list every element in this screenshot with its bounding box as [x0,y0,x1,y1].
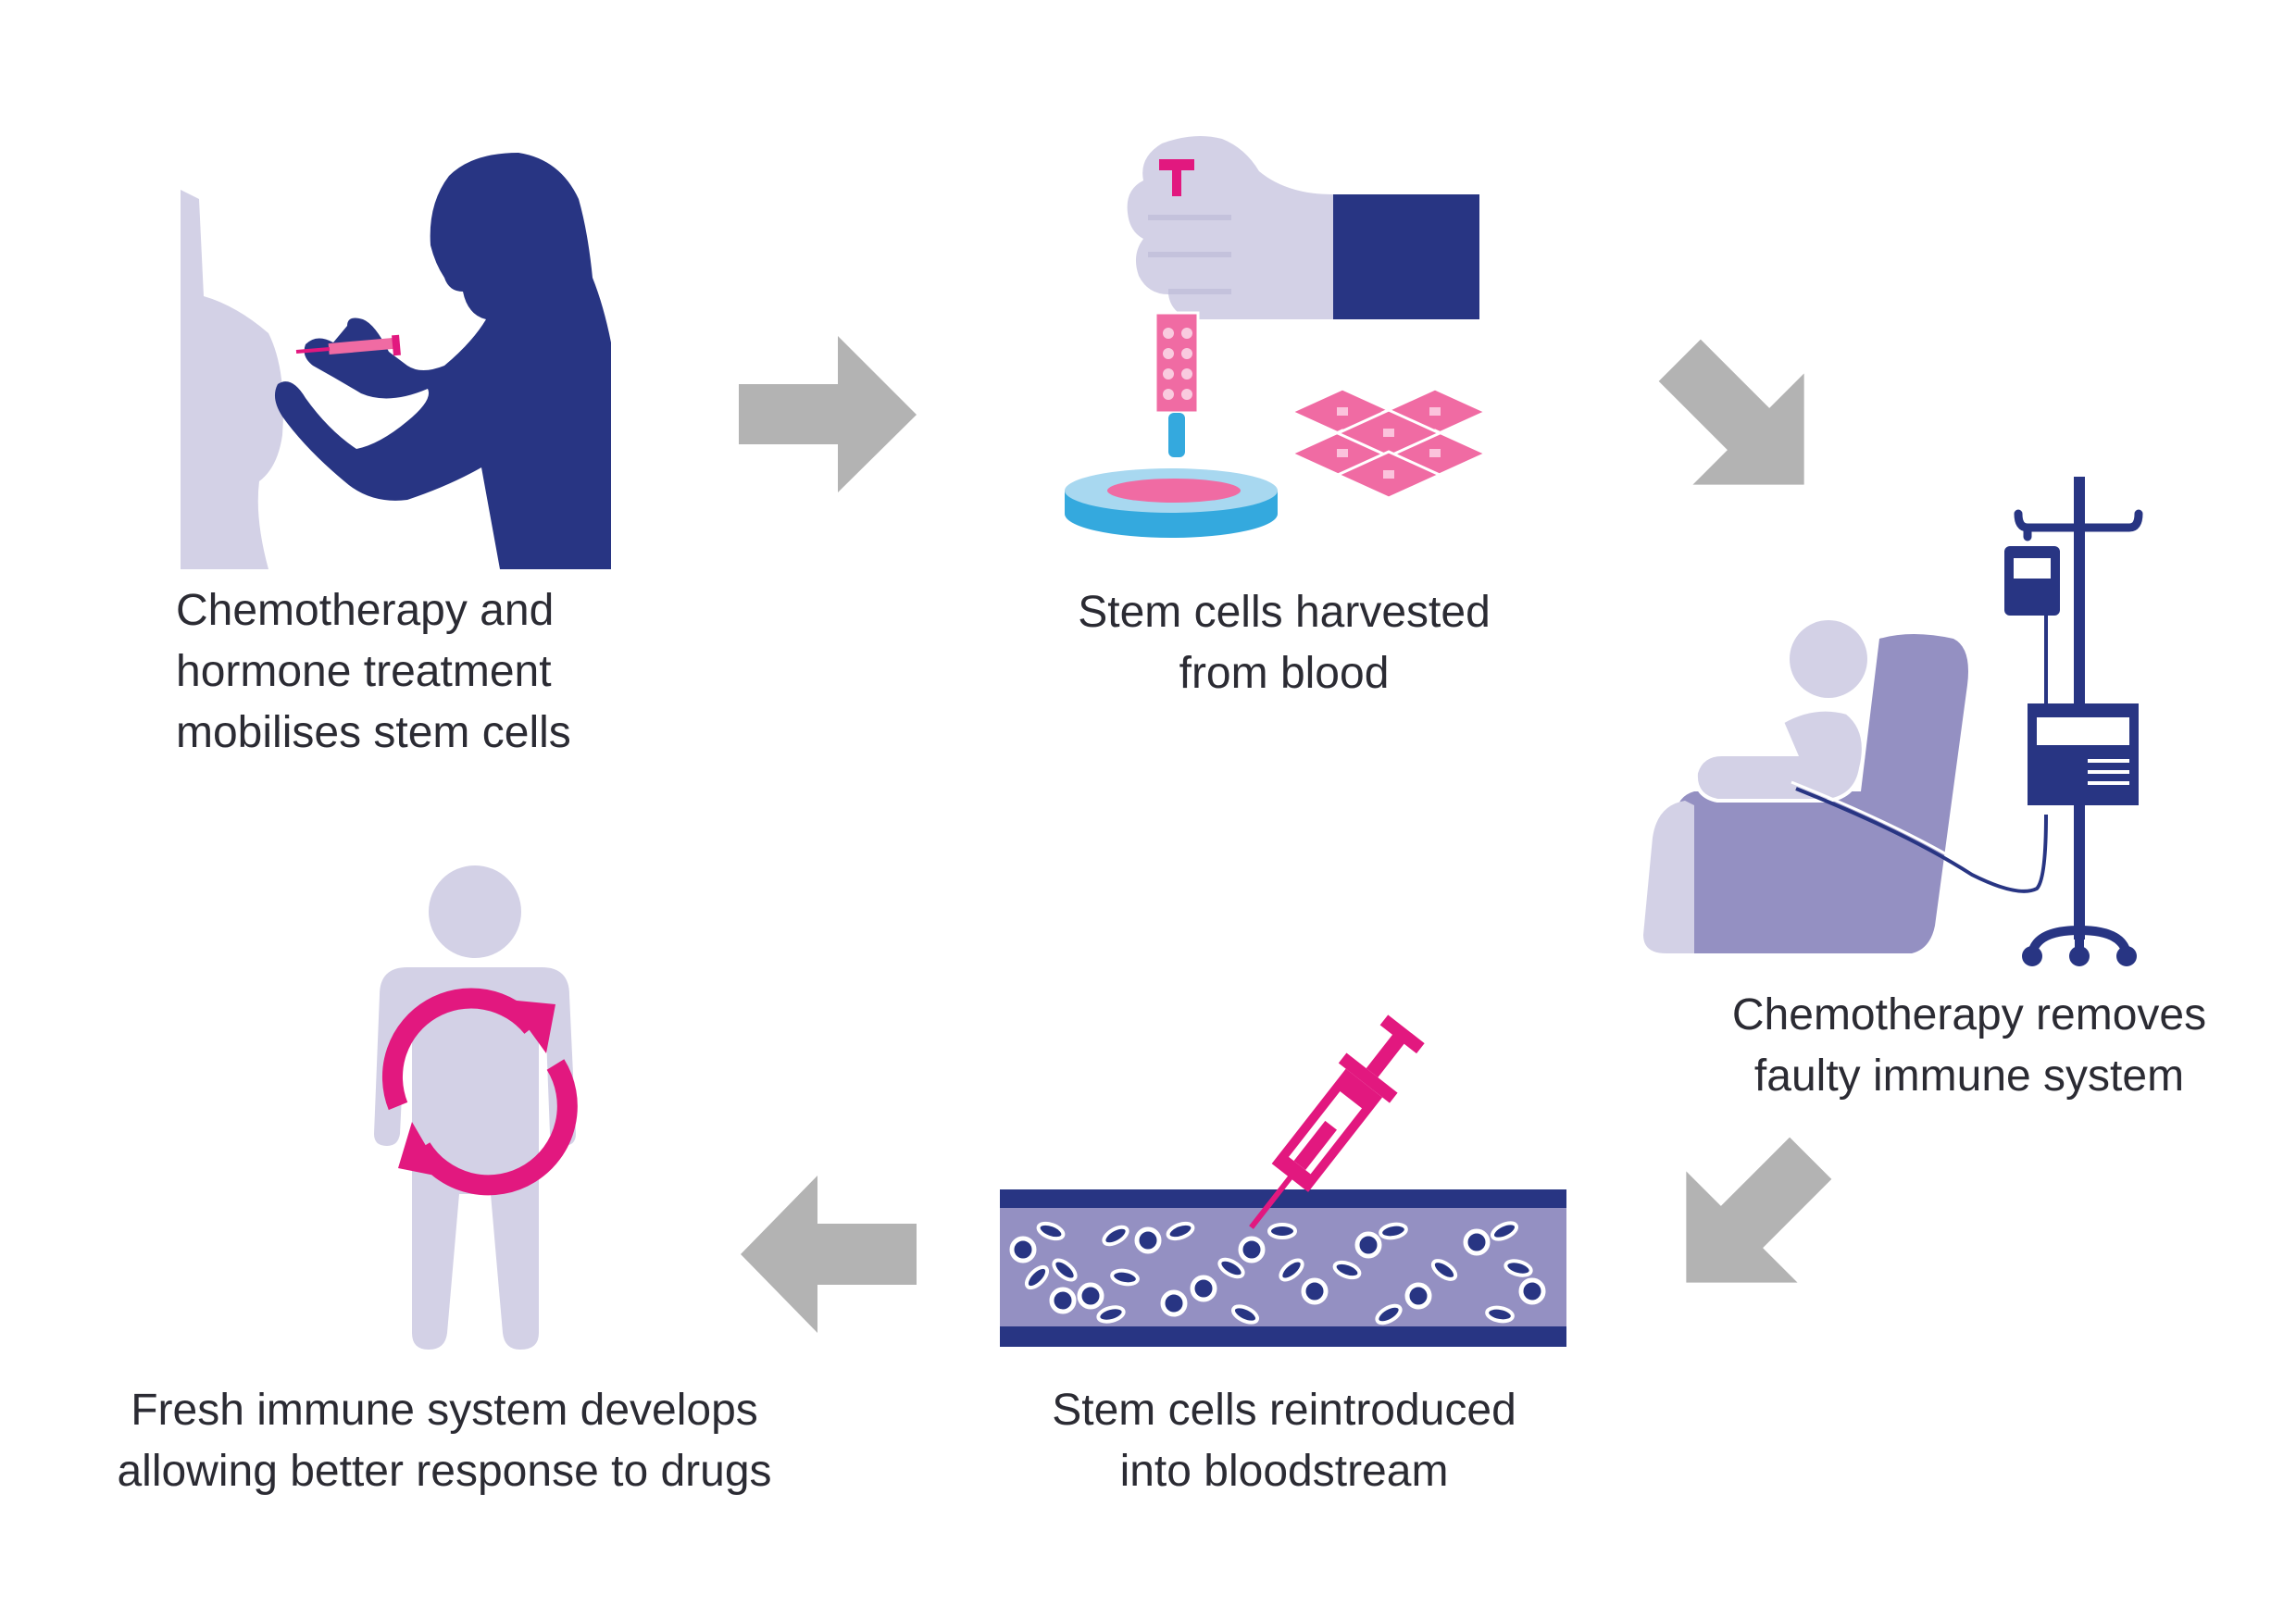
renew-arc-bottom [412,1059,578,1196]
person-head [429,865,521,958]
iv-bag-label [2014,558,2051,579]
caption-line: Chemotherapy removes [1731,990,2207,1039]
cell-nuclei [1337,407,1441,479]
small-syringe-barrel [328,337,394,355]
white-blood-cell [1077,1282,1104,1310]
nurse-silhouette [274,153,611,569]
iv-line-white [1791,780,1971,870]
caption-line: Stem cells reintroduced [1052,1386,1516,1435]
caption-line: faulty immune system [1753,1052,2185,1101]
caption-line: into bloodstream [1119,1447,1449,1496]
red-blood-cell [1036,1221,1066,1241]
arrow-left [741,1176,917,1333]
flow-arrows [739,336,1832,1333]
red-blood-cell [1279,1258,1304,1282]
petri-dish-culture [1107,479,1241,503]
red-blood-cell [1375,1303,1403,1326]
sleeve [1333,194,1479,319]
pump-buttons [2088,759,2129,785]
cell-culture-sheet [1288,387,1490,500]
caption-fresh: Fresh immune system develops allowing be… [117,1380,771,1502]
vessel-wall-bottom [1000,1326,1566,1347]
person-renew-icon [374,865,578,1350]
caption-line: Chemotherapy and [176,586,555,635]
white-blood-cell [1009,1236,1037,1263]
arrow-down-left [1686,1137,1832,1283]
patient-head [1790,620,1867,698]
red-blood-cell [1052,1258,1078,1282]
renew-arc-top [381,988,541,1111]
red-blood-cell [1110,1268,1140,1287]
red-blood-cell [1332,1260,1362,1280]
caption-mobilise: Chemotherapy and hormone treatment mobil… [176,580,571,764]
large-syringe [1249,1014,1425,1229]
red-blood-cell [1485,1305,1515,1324]
pipette-top [1159,159,1194,170]
patient-silhouette [181,190,283,569]
blood-cells [1009,1221,1546,1326]
white-blood-cell [1238,1236,1266,1263]
pipette-tube [1154,311,1200,415]
pipette-stem [1172,168,1181,196]
patient-iv-drip-icon [1643,477,2143,966]
caption-line: hormone treatment [176,647,552,696]
arrow-down-right [1658,339,1804,485]
iv-hooks [2014,509,2143,541]
patient-body [1693,707,1866,803]
renew-arrowhead-top [507,1000,555,1053]
renew-arrowhead-bottom [398,1122,444,1177]
red-blood-cell [1024,1264,1050,1290]
caption-line: allowing better response to drugs [117,1447,772,1496]
red-blood-cell [1504,1259,1533,1277]
white-blood-cell [1301,1277,1329,1305]
finger-lines [1148,215,1231,294]
caption-line: Fresh immune system develops [131,1386,758,1435]
red-blood-cell [1166,1221,1195,1241]
white-blood-cell [1160,1289,1188,1317]
small-syringe-needle [295,347,331,354]
injection-scene-icon [181,153,611,569]
red-blood-cell [1217,1257,1245,1279]
chair-armrest [1643,801,1694,953]
blood-vessel-syringe-icon [1000,1014,1566,1347]
white-blood-cell [1404,1282,1432,1310]
pipette-cells [1163,328,1192,400]
arrow-right [739,336,917,492]
white-blood-cell [1463,1228,1491,1256]
white-blood-cell [1354,1231,1382,1259]
caption-line: mobilises stem cells [176,708,571,757]
caption-line: from blood [1179,649,1390,698]
red-blood-cell [1379,1222,1408,1240]
red-blood-cell [1102,1225,1129,1247]
iv-wheels [2022,946,2137,966]
caption-chemo: Chemotherapy removes faulty immune syste… [1732,985,2206,1107]
pump-screen [2037,717,2129,745]
white-blood-cell [1518,1277,1546,1305]
iv-line [1795,787,2048,893]
small-syringe-plunger [392,334,401,356]
red-blood-cell [1267,1223,1297,1239]
pipette-tip [1168,413,1185,457]
red-blood-cell [1230,1304,1260,1325]
white-blood-cell [1049,1287,1077,1314]
red-blood-cell [1490,1221,1519,1241]
white-blood-cell [1190,1275,1217,1302]
person-body [374,967,576,1350]
white-blood-cell [1134,1226,1162,1254]
caption-line: Stem cells harvested [1078,588,1491,637]
iv-bag [2004,546,2060,616]
red-blood-cell [1096,1305,1126,1324]
caption-reintroduce: Stem cells reintroduced into bloodstream [1052,1380,1516,1502]
red-blood-cell [1430,1259,1458,1281]
vessel-wall-top [1000,1189,1566,1208]
caption-harvest: Stem cells harvested from blood [1078,582,1491,704]
pipette-petri-dish-icon [1065,135,1490,538]
